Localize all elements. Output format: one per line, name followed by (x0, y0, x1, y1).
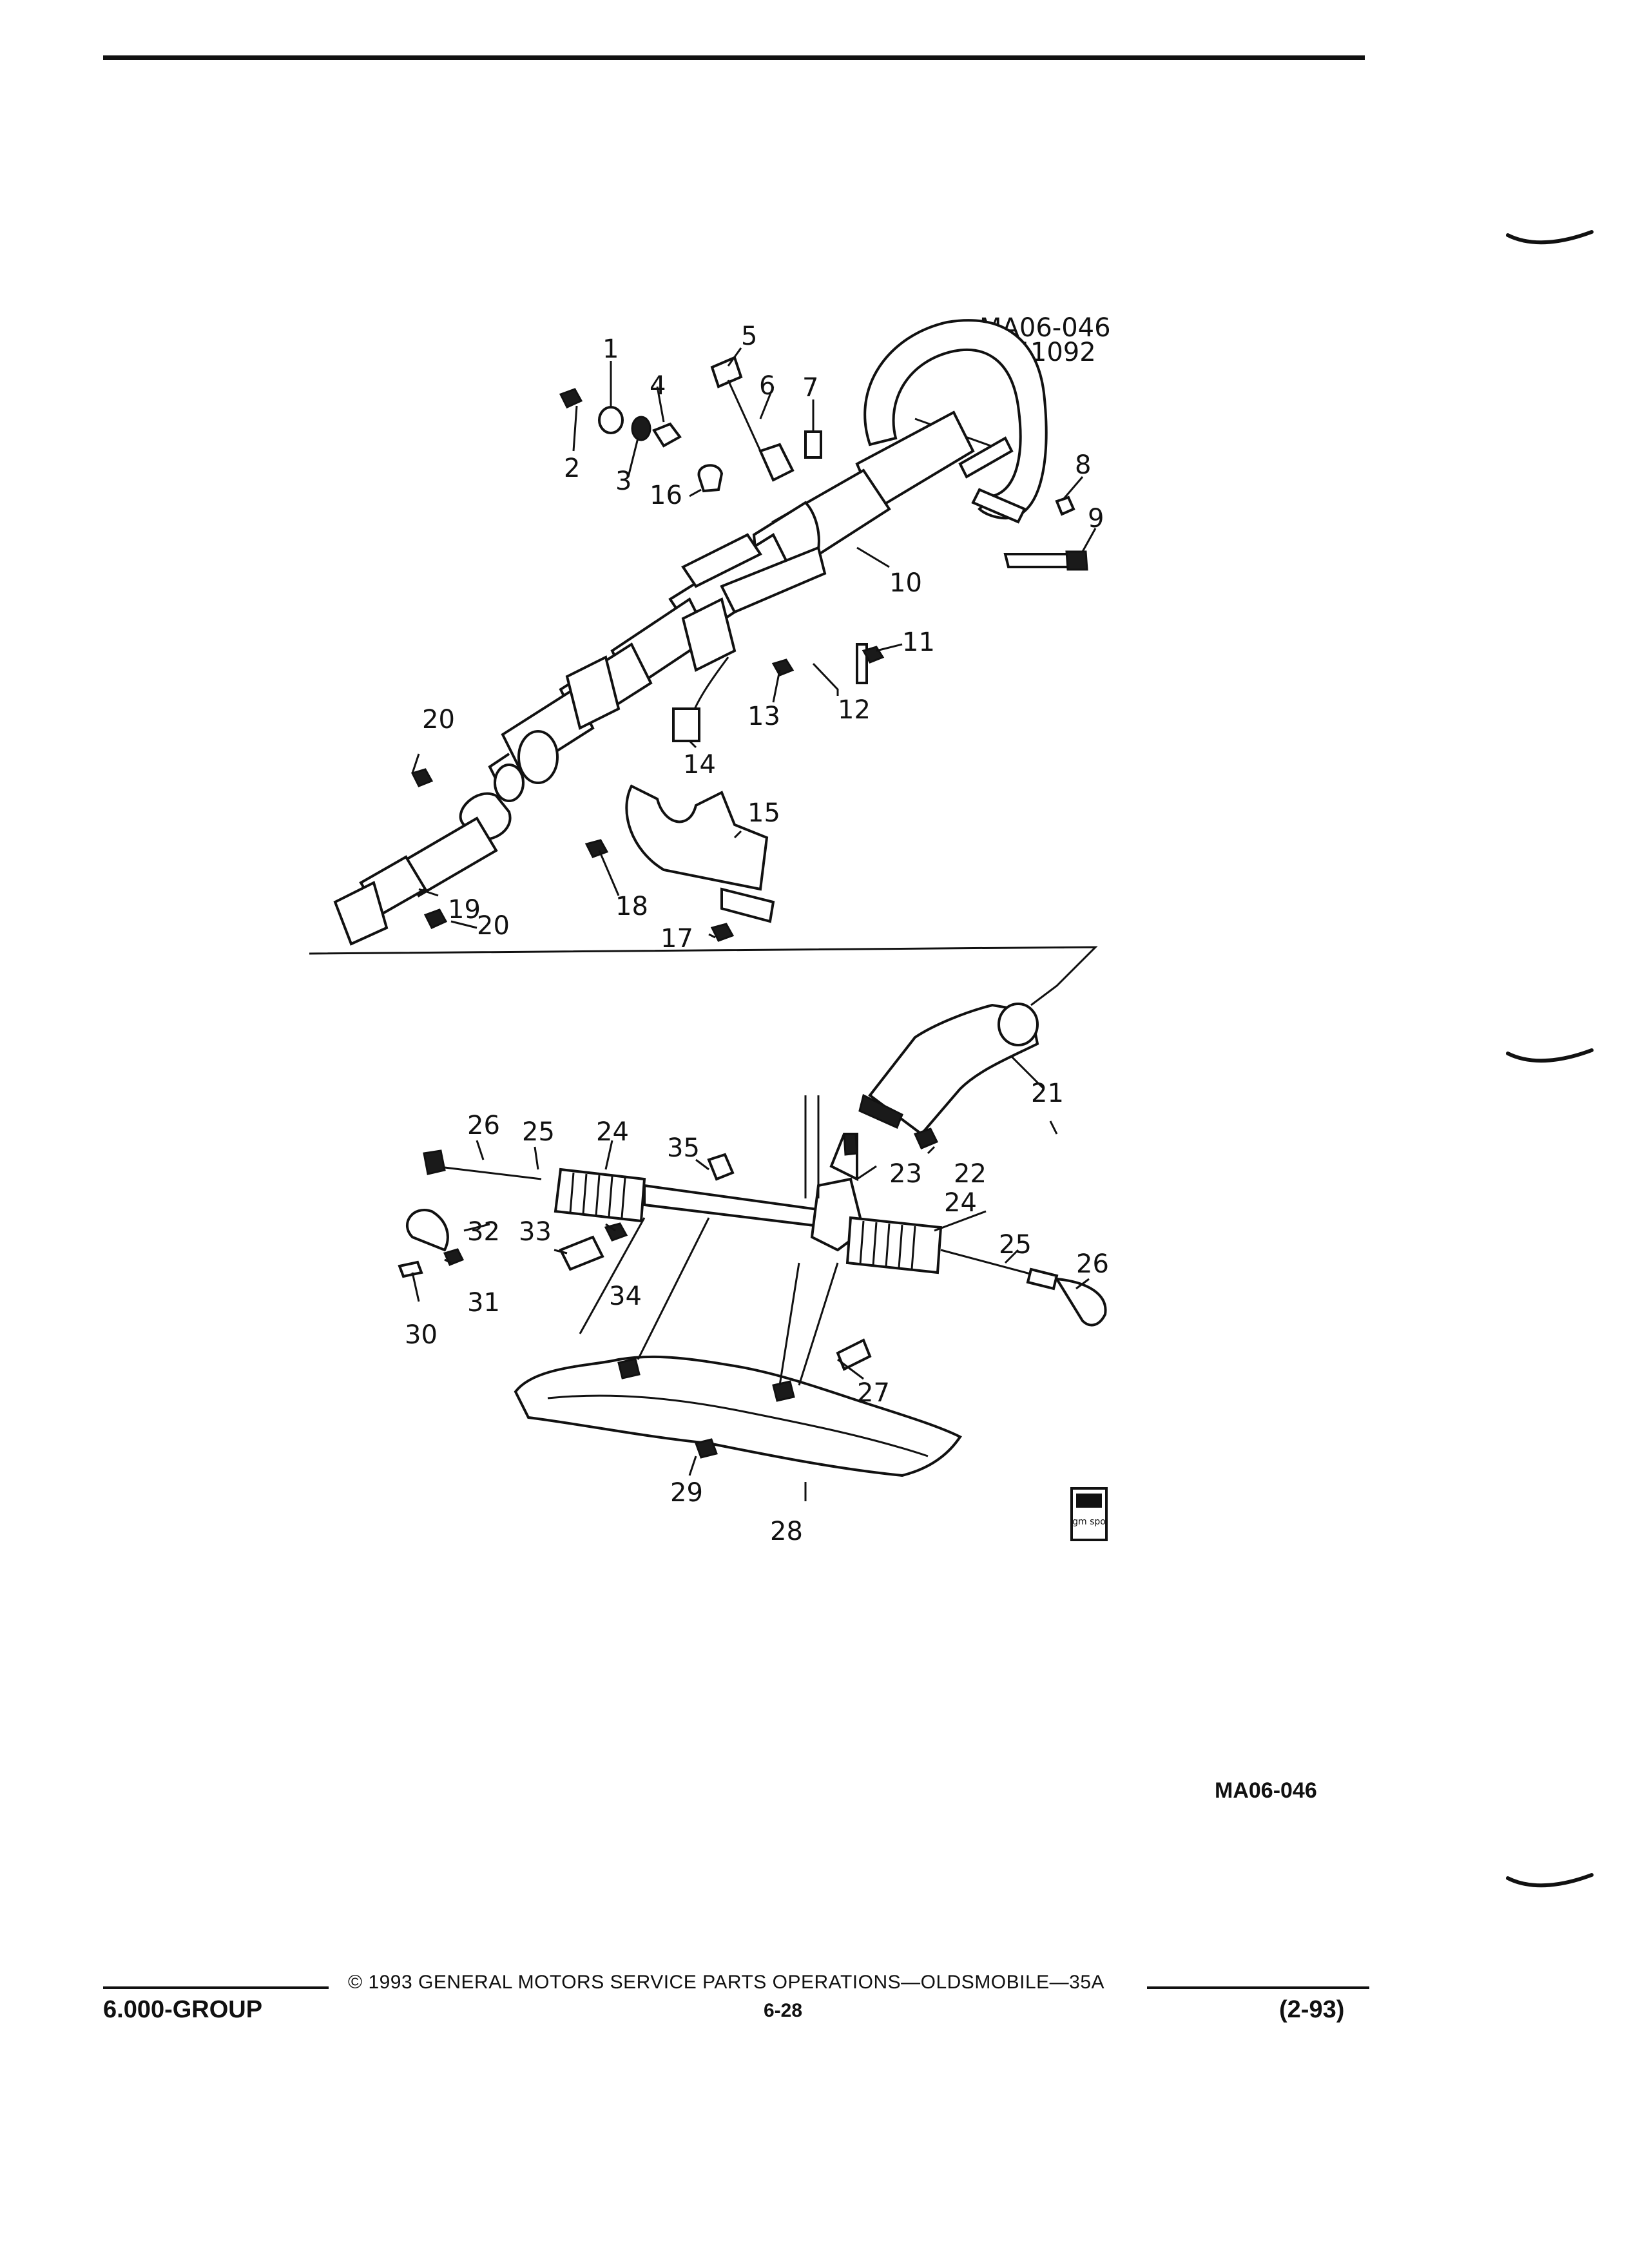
binding-mark-1 (1506, 230, 1594, 245)
footer-rule-left (103, 1986, 329, 1989)
callout-9: 9 (1088, 504, 1104, 533)
callout-23: 23 (889, 1159, 922, 1189)
callout-10: 10 (889, 568, 922, 598)
callout-8: 8 (1075, 450, 1091, 480)
callout-33: 33 (519, 1217, 552, 1247)
callout-25a: 25 (522, 1117, 555, 1147)
callout-15: 15 (747, 798, 780, 828)
callout-22: 22 (954, 1159, 987, 1189)
callout-12: 12 (838, 695, 871, 725)
callout-14: 14 (683, 750, 716, 780)
column-bracket (584, 784, 775, 942)
figure-code-bottom: MA06-046 (1215, 1778, 1317, 1803)
footer-copyright: © 1993 GENERAL MOTORS SERVICE PARTS OPER… (348, 1972, 1105, 1993)
callout-29: 29 (670, 1478, 703, 1508)
callout-26b: 26 (1076, 1249, 1109, 1279)
callout-5: 5 (741, 322, 757, 351)
callout-20b: 20 (477, 911, 510, 941)
callout-32: 32 (467, 1217, 500, 1247)
callout-4: 4 (650, 371, 666, 401)
binding-mark-2 (1506, 1048, 1594, 1063)
callout-24a: 24 (596, 1117, 629, 1147)
steering-rack (423, 1128, 1107, 1327)
callout-25b: 25 (999, 1230, 1032, 1260)
steering-boot-21 (858, 1003, 1039, 1136)
tie-rod-end-left (398, 1209, 628, 1278)
callout-21: 21 (1031, 1079, 1064, 1108)
callout-30: 30 (405, 1320, 438, 1350)
callout-20a: 20 (422, 705, 455, 735)
callout-16: 16 (650, 481, 682, 510)
callout-13: 13 (747, 702, 780, 731)
leader-lines (411, 347, 1097, 1501)
footer-date: (2-93) (1279, 1996, 1345, 2023)
column-hardware (559, 356, 1088, 684)
callout-17: 17 (660, 924, 693, 954)
callout-2: 2 (564, 454, 580, 483)
callout-6: 6 (759, 371, 775, 401)
callout-11: 11 (902, 628, 935, 657)
callout-34: 34 (609, 1282, 642, 1311)
gm-spo-logo-text: gm spo (1072, 1517, 1106, 1527)
callout-28: 28 (770, 1517, 803, 1546)
section-divider (309, 946, 1098, 1006)
callout-26a: 26 (467, 1111, 500, 1140)
callout-7: 7 (802, 373, 818, 403)
footer-rule-right (1147, 1986, 1369, 1989)
footer-page-number: 6-28 (764, 2000, 803, 2021)
callout-19: 19 (448, 895, 481, 925)
callout-3: 3 (615, 466, 631, 496)
callout-24b: 24 (944, 1188, 977, 1218)
callout-labels: 1 2 3 4 5 6 7 8 9 10 11 12 13 14 15 16 1… (405, 322, 1109, 1546)
callout-31: 31 (467, 1288, 500, 1318)
steering-column (488, 410, 1027, 802)
callout-1: 1 (602, 334, 619, 364)
callout-18: 18 (615, 892, 648, 921)
footer-group: 6.000-GROUP (103, 1996, 263, 2023)
callout-27: 27 (857, 1378, 890, 1408)
intermediate-shaft (333, 768, 512, 946)
gm-spo-logo: gm spo (1070, 1487, 1108, 1541)
top-rule (103, 55, 1365, 60)
binding-mark-3 (1506, 1873, 1594, 1888)
callout-35: 35 (667, 1133, 700, 1163)
crossmember (514, 1095, 962, 1477)
